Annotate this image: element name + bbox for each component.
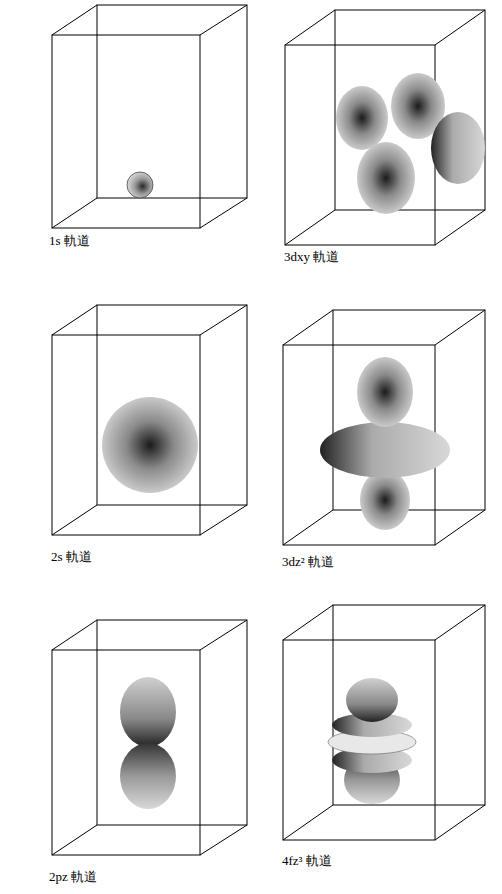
orbital-label: 2pz 軌道 [48,868,98,886]
orbital-label: 3dz² 軌道 [281,553,335,571]
orbital-label: 1s 軌道 [48,232,91,250]
orbital-label: 4fz³ 軌道 [281,852,333,870]
orbital-label: 3dxy 軌道 [283,248,340,266]
orbital-label: 2s 軌道 [50,548,93,566]
